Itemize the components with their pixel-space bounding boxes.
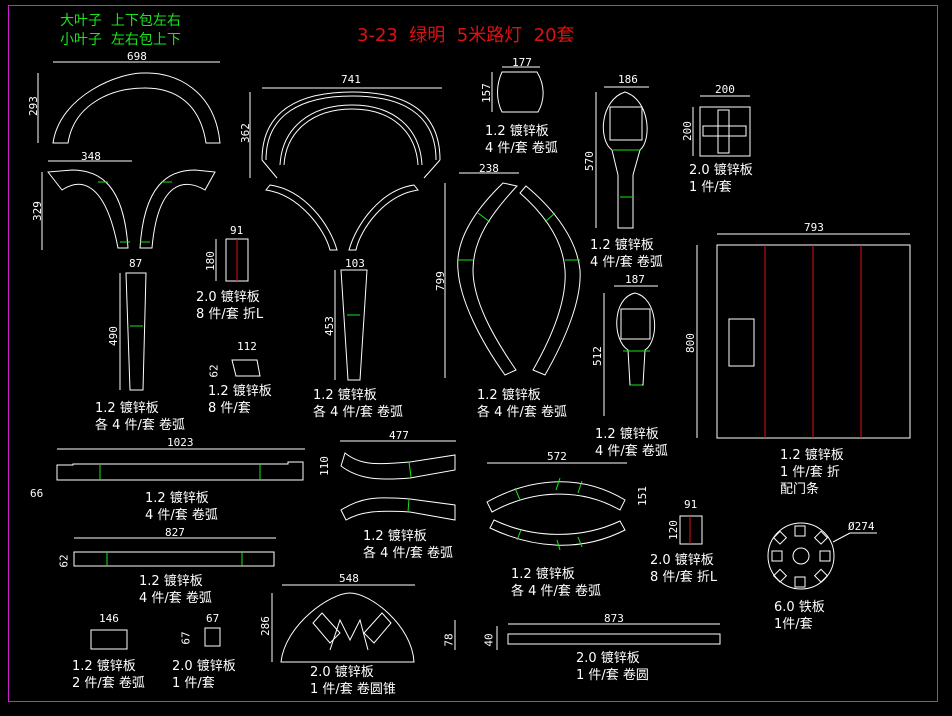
dim-label: 67 [206,612,220,625]
dim-label: 62 [207,364,221,378]
dim-label: 362 [238,123,252,143]
dim-label: 348 [81,150,101,163]
part-cross [692,95,751,157]
dim-label: 177 [512,56,532,69]
note-small-leaf: 小叶子 左右包上下 [60,32,181,48]
dim-label: 490 [106,326,120,346]
part-double-arch [249,87,442,179]
part-disc [767,522,877,590]
dim-label: 146 [99,612,119,625]
part-door-panel [696,233,911,439]
dim-label: 87 [129,257,143,270]
dim-label: 329 [30,201,44,221]
dim-label: 66 [30,487,44,500]
dim-label: 200 [715,83,735,96]
drawing-title: 3-23 绿明 5米路灯 20套 [357,25,575,46]
part-label: 1.2 镀锌板各 4 件/套 卷弧 [477,388,568,420]
part-label: 1.2 镀锌板各 4 件/套 卷弧 [511,567,602,599]
dim-label: 91 [230,224,244,237]
dim-label: 800 [683,333,697,353]
part-box [491,66,544,113]
dim-label: 741 [341,73,361,86]
dim-label: 572 [547,450,567,463]
dim-label: 180 [203,251,217,271]
part-paddle-2 [603,285,658,416]
dim-label: Ø274 [848,520,875,533]
dim-label: 187 [625,273,645,286]
part-big-arch [37,61,221,144]
part-small-146 [90,629,128,650]
dim-label: 238 [479,162,499,175]
dim-label: 78 [442,633,456,647]
dim-label: 1023 [167,436,194,449]
dim-label: 103 [345,257,365,270]
part-label: 1.2 镀锌板各 4 件/套 卷弧 [313,388,404,420]
dim-label: 62 [57,554,71,568]
part-s-curve [340,440,456,521]
dim-label: 453 [322,316,336,336]
part-strip-1 [56,448,305,481]
part-stem-1 [119,272,147,391]
dim-label: 120 [666,520,680,540]
part-bar [454,620,721,650]
dim-label: 91 [684,498,698,511]
part-bracket-2 [679,515,703,545]
dim-label: 698 [127,50,147,63]
dim-label: 186 [618,73,638,86]
dim-label: 112 [237,340,257,353]
note-big-leaf: 大叶子 上下包左右 [60,13,181,29]
part-label: 1.2 镀锌板各 4 件/套 卷弧 [363,529,454,561]
dim-label: 200 [680,121,694,141]
dim-label: 151 [635,486,649,506]
part-strip-2 [73,537,276,567]
dim-label: 570 [582,151,596,171]
part-square-67 [204,627,221,647]
dim-label: 293 [26,96,40,116]
part-bracket-1 [215,238,249,282]
dim-label: 873 [604,612,624,625]
part-plate [231,359,261,377]
dim-label: 512 [590,346,604,366]
dim-label: 40 [482,633,496,647]
dim-label: 110 [317,456,331,476]
part-label: 1.2 镀锌板各 4 件/套 卷弧 [95,401,186,433]
part-paddle-1 [595,86,649,229]
dim-label: 799 [433,271,447,291]
dim-label: 286 [258,616,272,636]
dim-label: 157 [479,83,493,103]
part-stem-2 [265,184,419,381]
dim-label: 67 [179,631,193,645]
drawing-frame [8,5,938,702]
dim-label: 477 [389,429,409,442]
part-arc [486,462,627,551]
dim-label: 827 [165,526,185,539]
part-fan [271,584,415,663]
dim-label: 793 [804,221,824,234]
dim-label: 548 [339,572,359,585]
part-big-curve [444,172,581,378]
part-leaves [41,160,216,250]
